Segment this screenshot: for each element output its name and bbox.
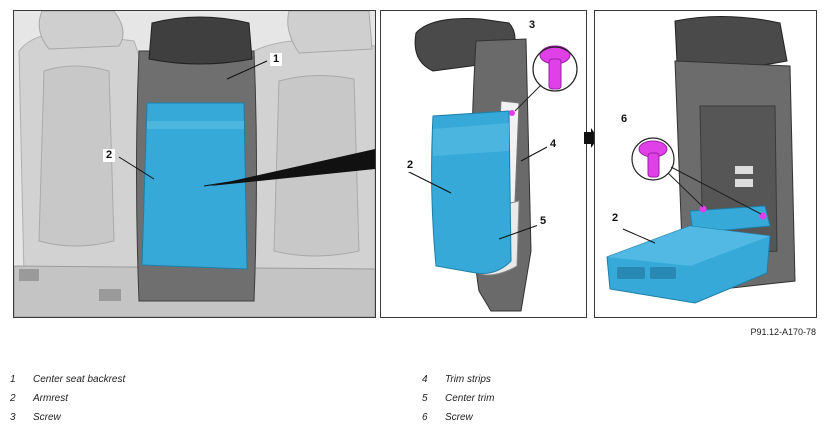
legend-item: 3 Screw [10, 412, 125, 431]
callout-3: 3 [526, 19, 539, 32]
seat-overview-illustration [14, 11, 375, 317]
legend-left: 1 Center seat backrest 2 Armrest 3 Screw [10, 374, 125, 431]
legend-text: Center seat backrest [33, 374, 126, 385]
armrest-side-illustration [406, 18, 578, 312]
legend-item: 5 Center trim [422, 393, 494, 412]
legend-number: 5 [422, 393, 428, 404]
callout-2-side: 2 [404, 159, 417, 172]
callout-1: 1 [270, 53, 283, 66]
legend-text: Center trim [445, 393, 495, 404]
legend-item: 6 Screw [422, 412, 494, 431]
legend-text: Trim strips [445, 374, 491, 385]
armrest-removed-illustration [606, 15, 796, 304]
callout-5: 5 [537, 215, 550, 228]
seat-overview-panel: 1 2 [13, 10, 376, 318]
callout-2-removed: 2 [609, 212, 622, 225]
legend-number: 1 [10, 374, 16, 385]
callout-6: 6 [618, 113, 631, 126]
legend-text: Screw [445, 412, 473, 423]
callout-4: 4 [547, 138, 560, 151]
legend-item: 4 Trim strips [422, 374, 494, 393]
legend-text: Armrest [33, 393, 68, 404]
legend-number: 4 [422, 374, 428, 385]
legend-item: 2 Armrest [10, 393, 125, 412]
callout-2-overview: 2 [103, 149, 116, 162]
legend-number: 2 [10, 393, 16, 404]
legend-right: 4 Trim strips 5 Center trim 6 Screw [422, 374, 494, 431]
figure-id: P91.12-A170-78 [750, 327, 816, 337]
armrest-removed-panel: 6 2 [594, 10, 817, 318]
armrest-side-panel: 3 2 4 5 [380, 10, 587, 318]
legend-number: 3 [10, 412, 16, 423]
legend-item: 1 Center seat backrest [10, 374, 125, 393]
legend-number: 6 [422, 412, 428, 423]
legend-text: Screw [33, 412, 61, 423]
